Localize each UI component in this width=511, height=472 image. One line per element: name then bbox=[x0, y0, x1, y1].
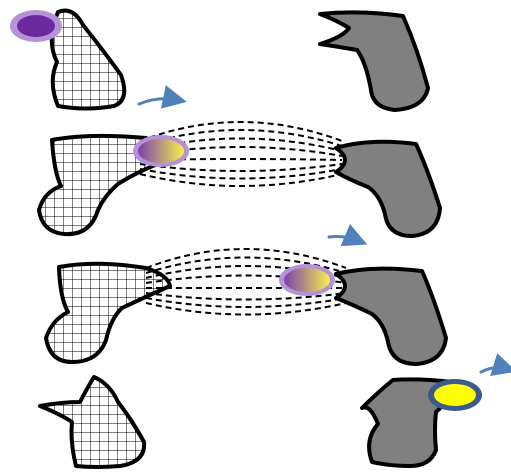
stage-4 bbox=[40, 377, 482, 467]
final-cargo bbox=[434, 384, 476, 406]
left-cell-shape bbox=[40, 377, 144, 467]
initial-cargo bbox=[17, 15, 55, 37]
direction-arrow-3 bbox=[481, 368, 508, 372]
left-cell-shape bbox=[46, 264, 170, 362]
stage-1 bbox=[10, 10, 428, 110]
direction-arrow-1 bbox=[139, 99, 178, 104]
bridge-strand bbox=[146, 303, 346, 315]
right-cell-shape bbox=[336, 269, 446, 364]
stage-3 bbox=[46, 249, 446, 364]
bridge-strand bbox=[140, 174, 342, 186]
transit-cargo bbox=[284, 268, 330, 292]
right-cell-shape bbox=[320, 12, 428, 110]
stage-2 bbox=[39, 122, 440, 236]
transit-cargo bbox=[138, 139, 184, 163]
right-cell-shape bbox=[336, 142, 440, 236]
direction-arrow-2 bbox=[329, 237, 359, 242]
left-cell-shape bbox=[52, 11, 125, 109]
